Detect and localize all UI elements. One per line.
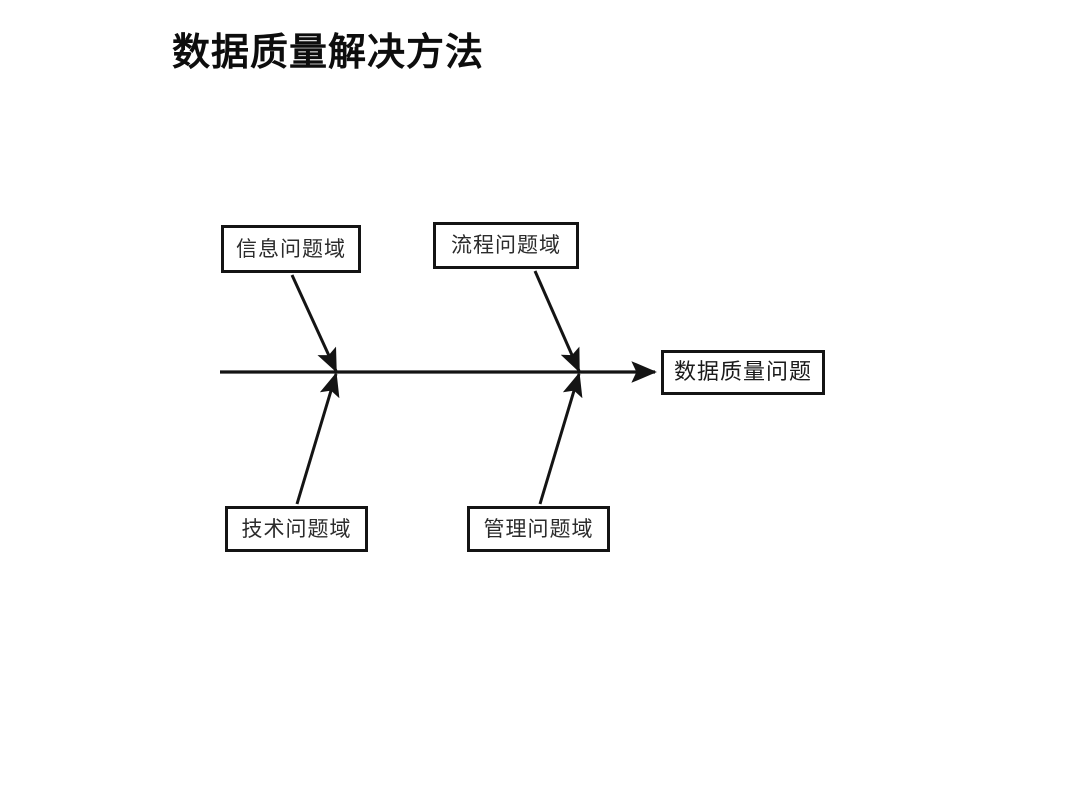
cause-node-process-label: 流程问题域 [451,233,561,257]
branch-arrow-mgmt [538,372,583,505]
effect-node-label: 数据质量问题 [673,359,812,385]
cause-node-info-label: 信息问题域 [236,236,346,261]
branch-arrow-tech [295,372,340,505]
cause-node-mgmt-label: 管理问题域 [483,516,594,541]
cause-node-info[interactable]: 信息问题域 [221,225,361,273]
cause-node-process[interactable]: 流程问题域 [433,222,579,269]
branch-arrow-info [290,274,338,373]
cause-node-tech-label: 技术问题域 [241,516,352,541]
page-title: 数据质量解决方法 [172,30,485,74]
effect-node[interactable]: 数据质量问题 [661,350,825,395]
cause-node-mgmt[interactable]: 管理问题域 [467,506,610,552]
cause-node-tech[interactable]: 技术问题域 [225,506,368,552]
branch-arrow-process [533,270,581,373]
